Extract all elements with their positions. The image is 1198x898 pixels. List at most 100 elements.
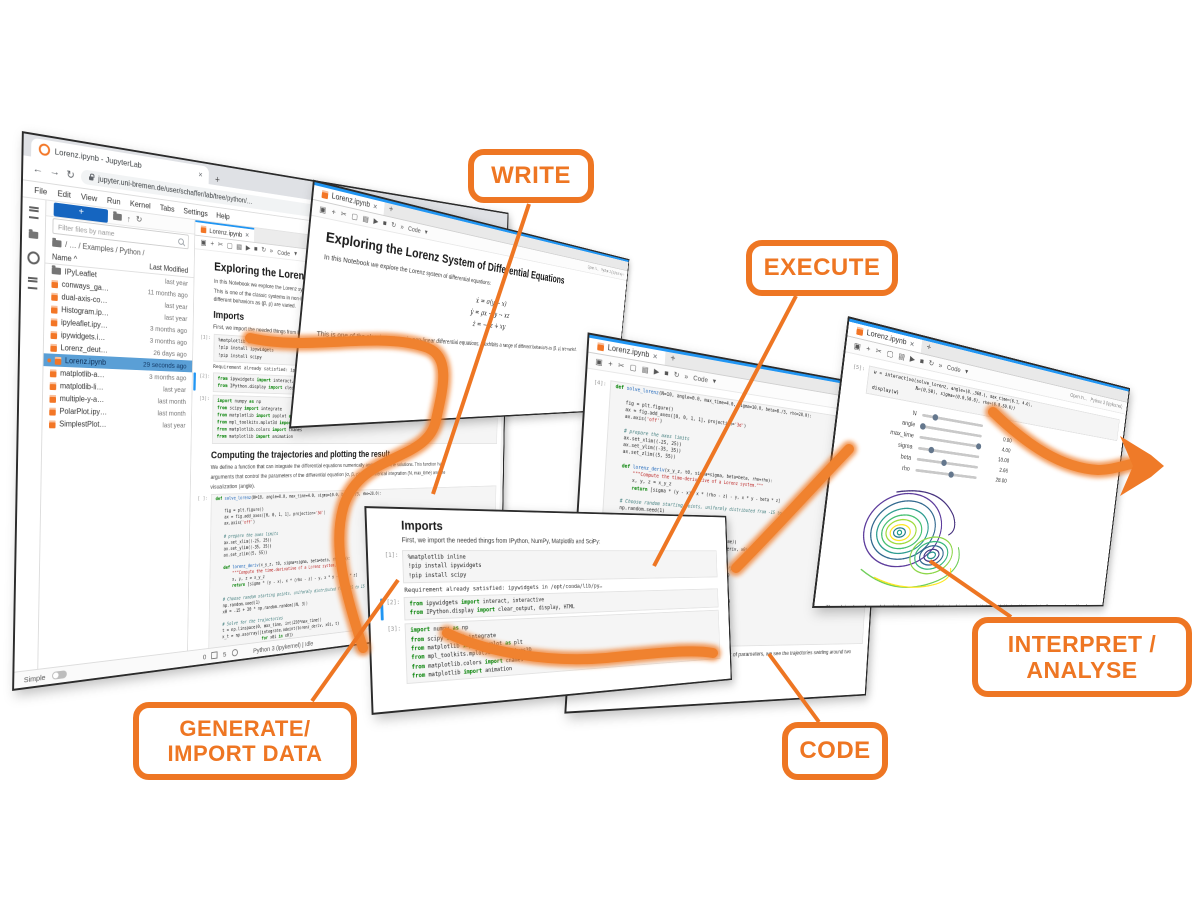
fast-forward-icon[interactable]: »: [400, 222, 405, 231]
running-kernels-icon[interactable]: [26, 250, 40, 265]
cut-icon[interactable]: ✂: [340, 208, 347, 219]
close-icon[interactable]: ×: [245, 230, 250, 240]
cut-icon[interactable]: ✂: [875, 345, 883, 356]
refresh-icon[interactable]: ↻: [135, 214, 143, 225]
stop-icon[interactable]: ■: [382, 218, 388, 228]
cell-pr ompt: [3]:: [199, 396, 210, 402]
restart-icon[interactable]: ↻: [928, 358, 935, 368]
cell-prompt: [1]:: [384, 552, 399, 559]
save-icon[interactable]: ▣: [319, 204, 327, 215]
notebook-icon: [321, 189, 329, 200]
new-tab-icon[interactable]: +: [670, 353, 676, 365]
imports-notebook-window: Imports First, we import the needed thin…: [364, 506, 732, 715]
menu-help[interactable]: Help: [216, 210, 230, 222]
save-icon[interactable]: ▣: [200, 238, 207, 247]
close-tab-icon[interactable]: ×: [198, 169, 203, 180]
fast-forward-icon[interactable]: »: [269, 246, 274, 255]
cell-source[interactable]: %matplotlib inline!pip install ipywidget…: [401, 550, 718, 584]
table-of-contents-icon[interactable]: [27, 276, 38, 290]
slider-handle[interactable]: [928, 446, 935, 454]
paste-icon[interactable]: ▤: [641, 364, 649, 375]
cell-prompt: [5]:: [852, 364, 866, 373]
new-folder-icon[interactable]: [113, 213, 122, 221]
code-cell[interactable]: [1]: %matplotlib inline!pip install ipyw…: [377, 550, 718, 584]
search-icon: [178, 237, 184, 245]
stop-icon[interactable]: ■: [664, 368, 669, 378]
slider-handle[interactable]: [940, 458, 947, 466]
filter-placeholder: Filter files by name: [58, 222, 115, 238]
close-icon[interactable]: ×: [372, 201, 378, 212]
slider-track[interactable]: [915, 468, 977, 479]
restart-icon[interactable]: ↻: [390, 220, 397, 230]
menu-kernel[interactable]: Kernel: [129, 198, 151, 211]
run-icon[interactable]: ▶: [245, 243, 251, 253]
paste-icon[interactable]: ▤: [236, 242, 243, 252]
interpret-analyse-label: INTERPRET /ANALYSE: [972, 617, 1192, 697]
write-label: WRITE: [468, 149, 594, 203]
code-line: from matplotlib import animation: [216, 434, 294, 441]
simple-mode-toggle[interactable]: [51, 670, 67, 680]
menu-settings[interactable]: Settings: [183, 205, 208, 219]
menu-edit[interactable]: Edit: [57, 188, 72, 200]
file-browser-icon[interactable]: [28, 231, 39, 240]
cell-type-select[interactable]: Code: [946, 362, 962, 375]
slider-handle[interactable]: [920, 422, 927, 430]
back-icon[interactable]: ←: [32, 162, 44, 177]
home-folder-icon[interactable]: [52, 239, 62, 248]
run-icon[interactable]: ▶: [373, 216, 379, 226]
fast-forward-icon[interactable]: »: [684, 371, 689, 381]
close-icon[interactable]: ×: [652, 350, 658, 362]
menu-file[interactable]: File: [34, 184, 48, 197]
file-row[interactable]: SimplestPlot…last year: [42, 417, 191, 431]
slider-value: 28.00: [995, 477, 1008, 485]
notebook-icon: [50, 330, 58, 339]
stop-icon[interactable]: ■: [253, 244, 258, 253]
forward-icon[interactable]: →: [49, 165, 61, 179]
copy-icon[interactable]: ▢: [226, 241, 233, 250]
new-tab-icon[interactable]: +: [388, 204, 394, 216]
paste-icon[interactable]: ▤: [362, 213, 370, 224]
add-cell-icon[interactable]: +: [865, 343, 872, 354]
fast-forward-icon[interactable]: »: [938, 360, 943, 370]
save-icon[interactable]: ▣: [853, 340, 862, 352]
file-modified: last year: [163, 384, 187, 394]
new-tab-icon[interactable]: +: [214, 174, 221, 186]
stop-icon[interactable]: ■: [919, 356, 925, 366]
run-icon[interactable]: ▶: [909, 353, 916, 364]
copy-icon[interactable]: ▢: [886, 348, 894, 359]
slider-handle[interactable]: [932, 413, 939, 421]
run-icon[interactable]: ▶: [653, 366, 660, 376]
cell-type-select[interactable]: Code: [692, 373, 709, 385]
file-name: PolarPlot.ipy…: [59, 406, 108, 417]
cell-type-select[interactable]: Code: [277, 247, 291, 258]
menu-tabs[interactable]: Tabs: [159, 202, 175, 214]
copy-icon[interactable]: ▢: [629, 362, 637, 373]
new-tab-icon[interactable]: +: [925, 342, 932, 354]
slider-handle[interactable]: [947, 470, 955, 478]
paste-icon[interactable]: ▤: [898, 351, 906, 362]
add-cell-icon[interactable]: +: [331, 206, 337, 217]
generate-import-data-label: GENERATE/IMPORT DATA: [133, 702, 357, 780]
save-icon[interactable]: ▣: [595, 356, 603, 367]
kernel-idle-icon: ○: [622, 272, 625, 278]
copy-icon[interactable]: ▢: [351, 211, 359, 221]
slider-handle[interactable]: [975, 442, 982, 450]
notebook-icon: [856, 326, 864, 336]
hamburger-icon[interactable]: [29, 206, 39, 220]
chevron-down-icon: ▾: [712, 376, 717, 386]
restart-icon[interactable]: ↻: [261, 245, 267, 254]
upload-icon[interactable]: ↑: [126, 213, 131, 224]
cut-icon[interactable]: ✂: [617, 360, 625, 371]
menu-run[interactable]: Run: [106, 195, 121, 207]
restart-icon[interactable]: ↻: [673, 369, 680, 380]
cell-type-select[interactable]: Code: [407, 224, 422, 235]
menu-view[interactable]: View: [80, 191, 98, 204]
cut-icon[interactable]: ✂: [217, 240, 224, 249]
reload-icon[interactable]: ↻: [66, 168, 75, 182]
selected-cell-bar: [193, 372, 196, 391]
add-cell-icon[interactable]: +: [210, 239, 215, 248]
add-cell-icon[interactable]: +: [607, 358, 613, 369]
close-icon[interactable]: ×: [909, 338, 915, 349]
